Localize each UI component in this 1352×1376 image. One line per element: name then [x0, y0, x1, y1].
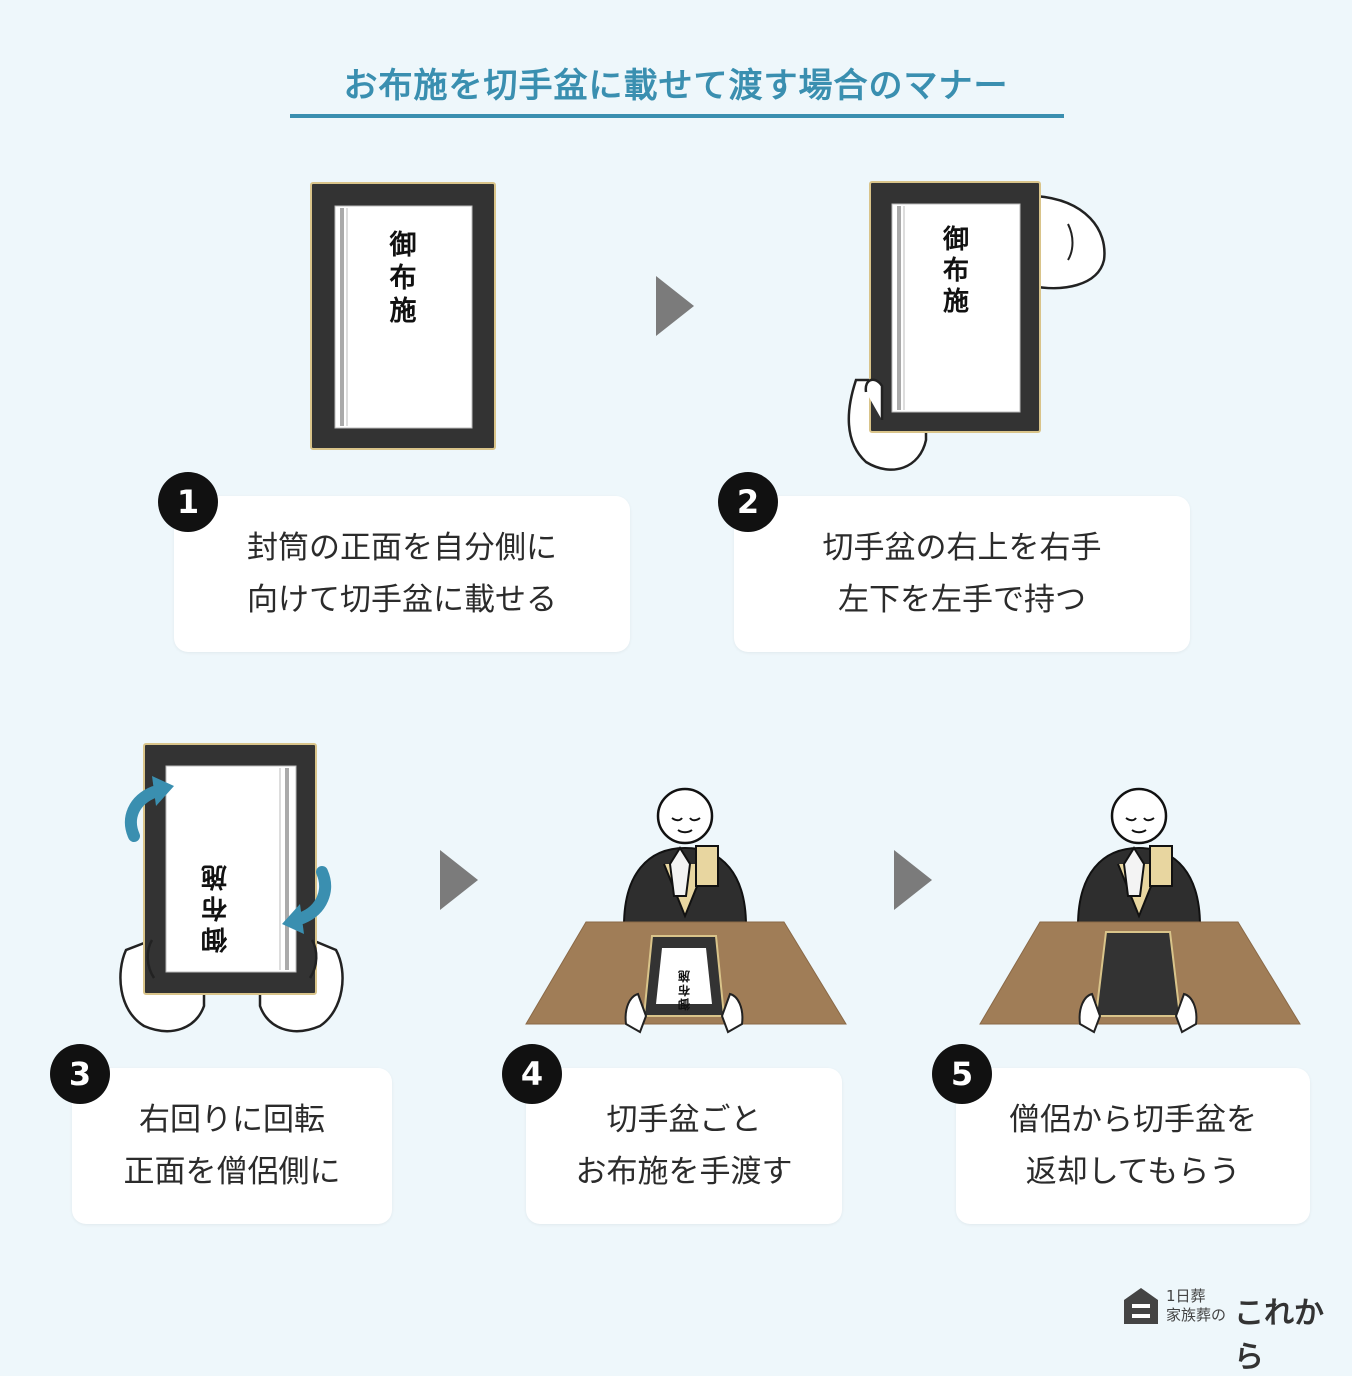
step-2-line2: 左下を左手で持つ — [838, 582, 1086, 618]
envelope-char-2: 布 — [390, 263, 417, 294]
step-badge-2: 2 — [718, 472, 778, 532]
step-4-line1: 切手盆ごと — [606, 1102, 762, 1138]
svg-text:施: 施 — [201, 861, 227, 892]
step-1-line1: 封筒の正面を自分側に — [247, 530, 557, 566]
step2-illustration: 御 布 施 — [847, 181, 1106, 471]
step-card-4: 切手盆ごと お布施を手渡す — [526, 1068, 842, 1224]
svg-text:御: 御 — [201, 923, 228, 954]
step1-illustration: 御 布 施 — [310, 182, 496, 450]
step-3-line1: 右回りに回転 — [139, 1102, 325, 1138]
step-4-line2: お布施を手渡す — [575, 1154, 793, 1190]
svg-text:御: 御 — [678, 997, 691, 1012]
step-5-line2: 返却してもらう — [1025, 1154, 1241, 1190]
flow-arrow-3 — [894, 850, 932, 910]
svg-text:布: 布 — [678, 983, 690, 998]
step-badge-1: 1 — [158, 472, 218, 532]
flow-arrow-2 — [440, 850, 478, 910]
empty-tray — [1094, 931, 1182, 1017]
page-title: お布施を切手盆に載せて渡す場合のマナー — [343, 66, 1009, 106]
house-logo-icon — [1124, 1288, 1158, 1324]
rotate-arrow-top-icon — [124, 786, 160, 842]
svg-text:施: 施 — [943, 286, 969, 317]
step-card-2: 切手盆の右上を右手 左下を左手で持つ — [734, 496, 1190, 652]
right-hand-icon — [1030, 194, 1106, 290]
left-hand-icon — [1078, 992, 1102, 1034]
right-hand-icon — [720, 992, 744, 1034]
svg-text:御: 御 — [942, 224, 969, 255]
envelope-char-1: 御 — [389, 230, 417, 261]
envelope-char-3: 施 — [390, 296, 417, 327]
step-1-line2: 向けて切手盆に載せる — [247, 582, 557, 618]
step-3-line2: 正面を僧侶側に — [123, 1154, 341, 1190]
svg-text:布: 布 — [201, 892, 227, 922]
step-card-5: 僧侶から切手盆を 返却してもらう — [956, 1068, 1310, 1224]
left-hand-icon — [624, 992, 648, 1034]
priest-head — [656, 787, 714, 845]
brand-logo: 1日葬 家族葬の これから — [1122, 1284, 1332, 1375]
svg-text:布: 布 — [943, 256, 969, 286]
priest-head — [1110, 787, 1168, 845]
step-badge-4: 4 — [502, 1044, 562, 1104]
step4-illustration: 御 布 施 — [525, 787, 847, 1034]
flow-arrow-1 — [656, 276, 694, 336]
logo-tagline-2: 家族葬の — [1166, 1306, 1227, 1324]
step-card-3: 右回りに回転 正面を僧侶側に — [72, 1068, 392, 1224]
step-badge-3: 3 — [50, 1044, 110, 1104]
logo-brand: これから — [1234, 1296, 1324, 1375]
step-badge-5: 5 — [932, 1044, 992, 1104]
svg-text:施: 施 — [678, 969, 690, 984]
step-2-line1: 切手盆の右上を右手 — [822, 530, 1102, 566]
title-underline — [290, 114, 1064, 118]
right-hand-icon — [1174, 992, 1198, 1034]
step-5-line1: 僧侶から切手盆を — [1009, 1102, 1257, 1138]
rotate-arrow-bottom-icon — [296, 866, 332, 924]
step-card-1: 封筒の正面を自分側に 向けて切手盆に載せる — [174, 496, 630, 652]
step5-illustration — [979, 787, 1301, 1034]
step3-illustration: 御 布 施 — [119, 743, 344, 1033]
logo-tagline-1: 1日葬 — [1166, 1287, 1206, 1305]
